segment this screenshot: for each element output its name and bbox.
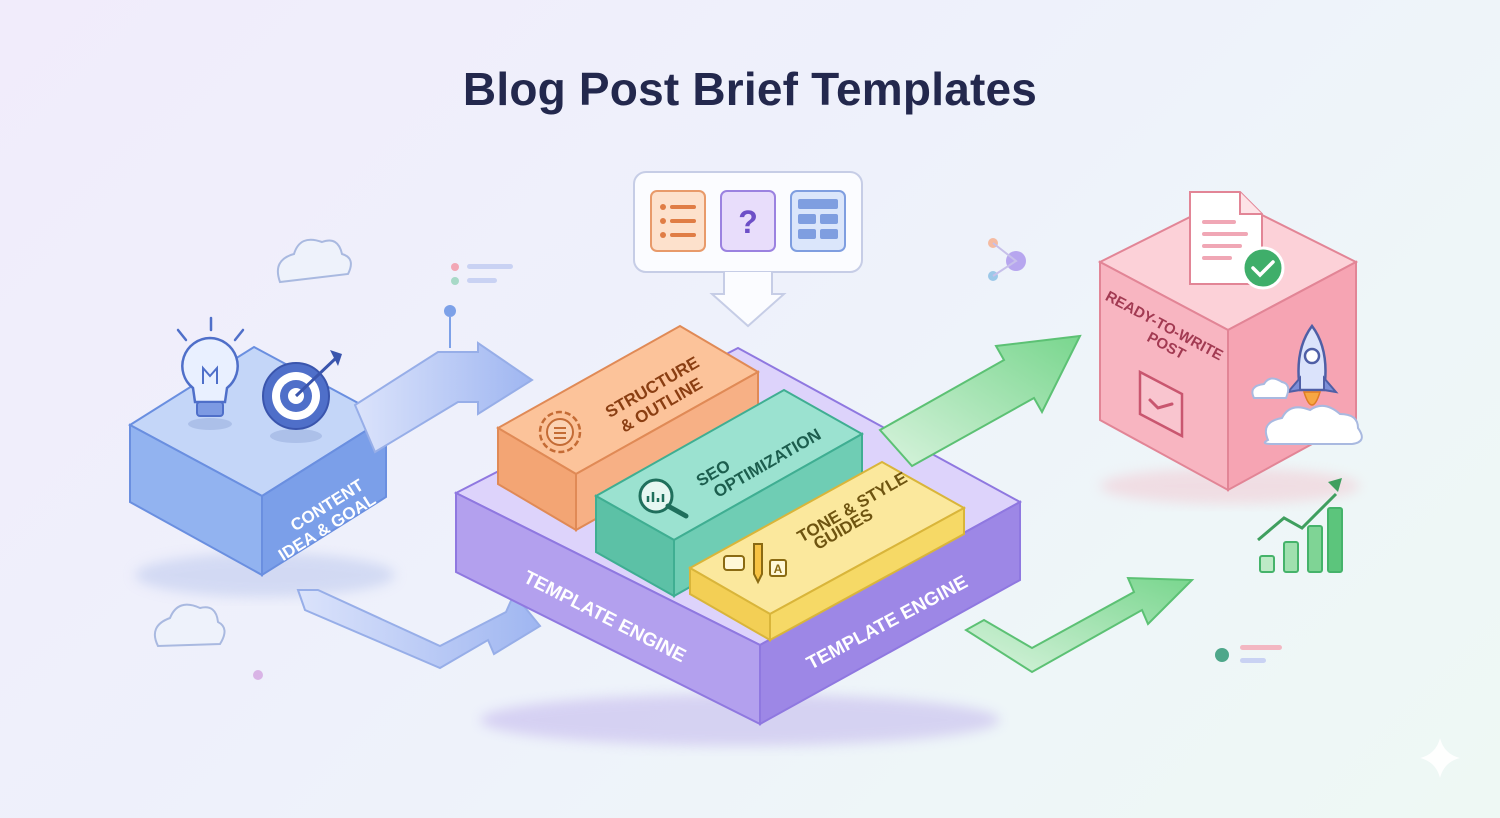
template-tone-style: A TONE & STYLE GUIDES (687, 460, 967, 642)
magnifier-chart-icon (638, 478, 689, 519)
document-check-icon (1189, 191, 1285, 290)
arrow-to-engine-top (353, 305, 534, 454)
list-icon (650, 190, 706, 252)
tone-badge-glyph: A (774, 562, 783, 576)
question-icon: ? (720, 190, 776, 252)
cloud-icon (276, 238, 352, 284)
page-title: Blog Post Brief Templates (462, 63, 1038, 115)
ready-to-write-block: READY-TO-WRITE POST (1097, 196, 1360, 504)
lightbulb-icon (176, 316, 245, 430)
question-glyph: ? (738, 204, 758, 240)
growth-chart-icon (1257, 478, 1343, 573)
arrow-to-output-bottom (964, 576, 1195, 674)
content-idea-block: CONTENT IDEA & GOAL (128, 345, 395, 597)
arrow-to-output-top (878, 334, 1082, 468)
target-icon (262, 350, 342, 443)
decor-lines (253, 238, 1460, 778)
layout-icon (790, 190, 846, 252)
rocket-icon (1251, 323, 1363, 445)
template-seo-optimization: SEO OPTIMIZATION (593, 388, 865, 598)
arrow-to-engine-bottom (296, 589, 542, 670)
cloud-icon (154, 603, 226, 648)
pencil-chat-icon: A (723, 543, 787, 585)
checkbox-icon (1138, 369, 1184, 439)
template-callout-panel: ? (633, 171, 863, 328)
gear-list-icon (538, 410, 582, 454)
